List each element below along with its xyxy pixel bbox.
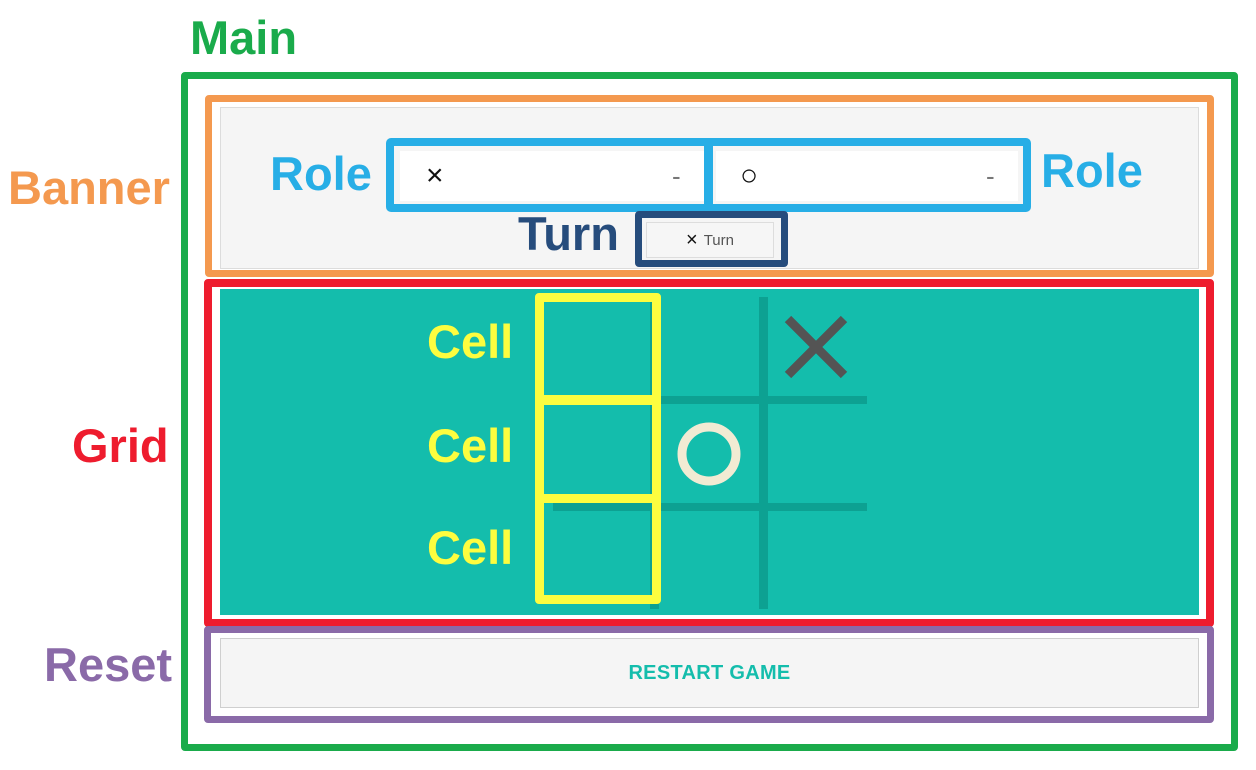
label-reset: Reset: [44, 638, 173, 691]
label-role-left: Role: [270, 147, 372, 200]
restart-button[interactable]: RESTART GAME: [220, 638, 1199, 708]
label-grid: Grid: [72, 419, 169, 472]
grid-line-v2: [759, 297, 768, 609]
turn-symbol: ×: [686, 228, 698, 251]
cell-frame-3: [535, 494, 661, 604]
label-turn: Turn: [518, 207, 619, 260]
role-o-score: -: [986, 161, 995, 191]
board-cell-5[interactable]: [659, 404, 759, 503]
label-cell-2: Cell: [427, 419, 514, 472]
label-cell-3: Cell: [427, 521, 514, 574]
role-x[interactable]: × -: [400, 151, 705, 201]
role-o-symbol: ○: [740, 159, 759, 192]
grid-line-h1: [553, 396, 867, 404]
o-mark-icon: [677, 422, 741, 486]
role-x-symbol: ×: [426, 159, 444, 192]
board-cell-3[interactable]: [768, 297, 867, 396]
restart-label: RESTART GAME: [628, 661, 791, 684]
grid-frame: [204, 279, 1214, 627]
turn-frame: [635, 211, 788, 267]
role-x-score: -: [672, 161, 681, 191]
label-main: Main: [190, 11, 298, 64]
reset-frame: [204, 626, 1214, 723]
role-o[interactable]: ○ -: [716, 151, 1018, 201]
label-cell-1: Cell: [427, 315, 514, 368]
grid-line-h2: [553, 503, 867, 511]
turn-indicator: × Turn: [646, 222, 774, 258]
cell-frame-2: [535, 396, 661, 503]
cell-frame-1: [535, 293, 661, 404]
role-frame: [386, 138, 1031, 212]
role-divider: [704, 146, 713, 206]
main-frame: [181, 72, 1238, 751]
turn-label: Turn: [703, 231, 734, 249]
label-banner: Banner: [8, 161, 170, 214]
board: [220, 289, 1199, 615]
label-role-right: Role: [1041, 144, 1143, 197]
banner-frame: [205, 95, 1214, 277]
x-mark-icon: [784, 315, 848, 379]
